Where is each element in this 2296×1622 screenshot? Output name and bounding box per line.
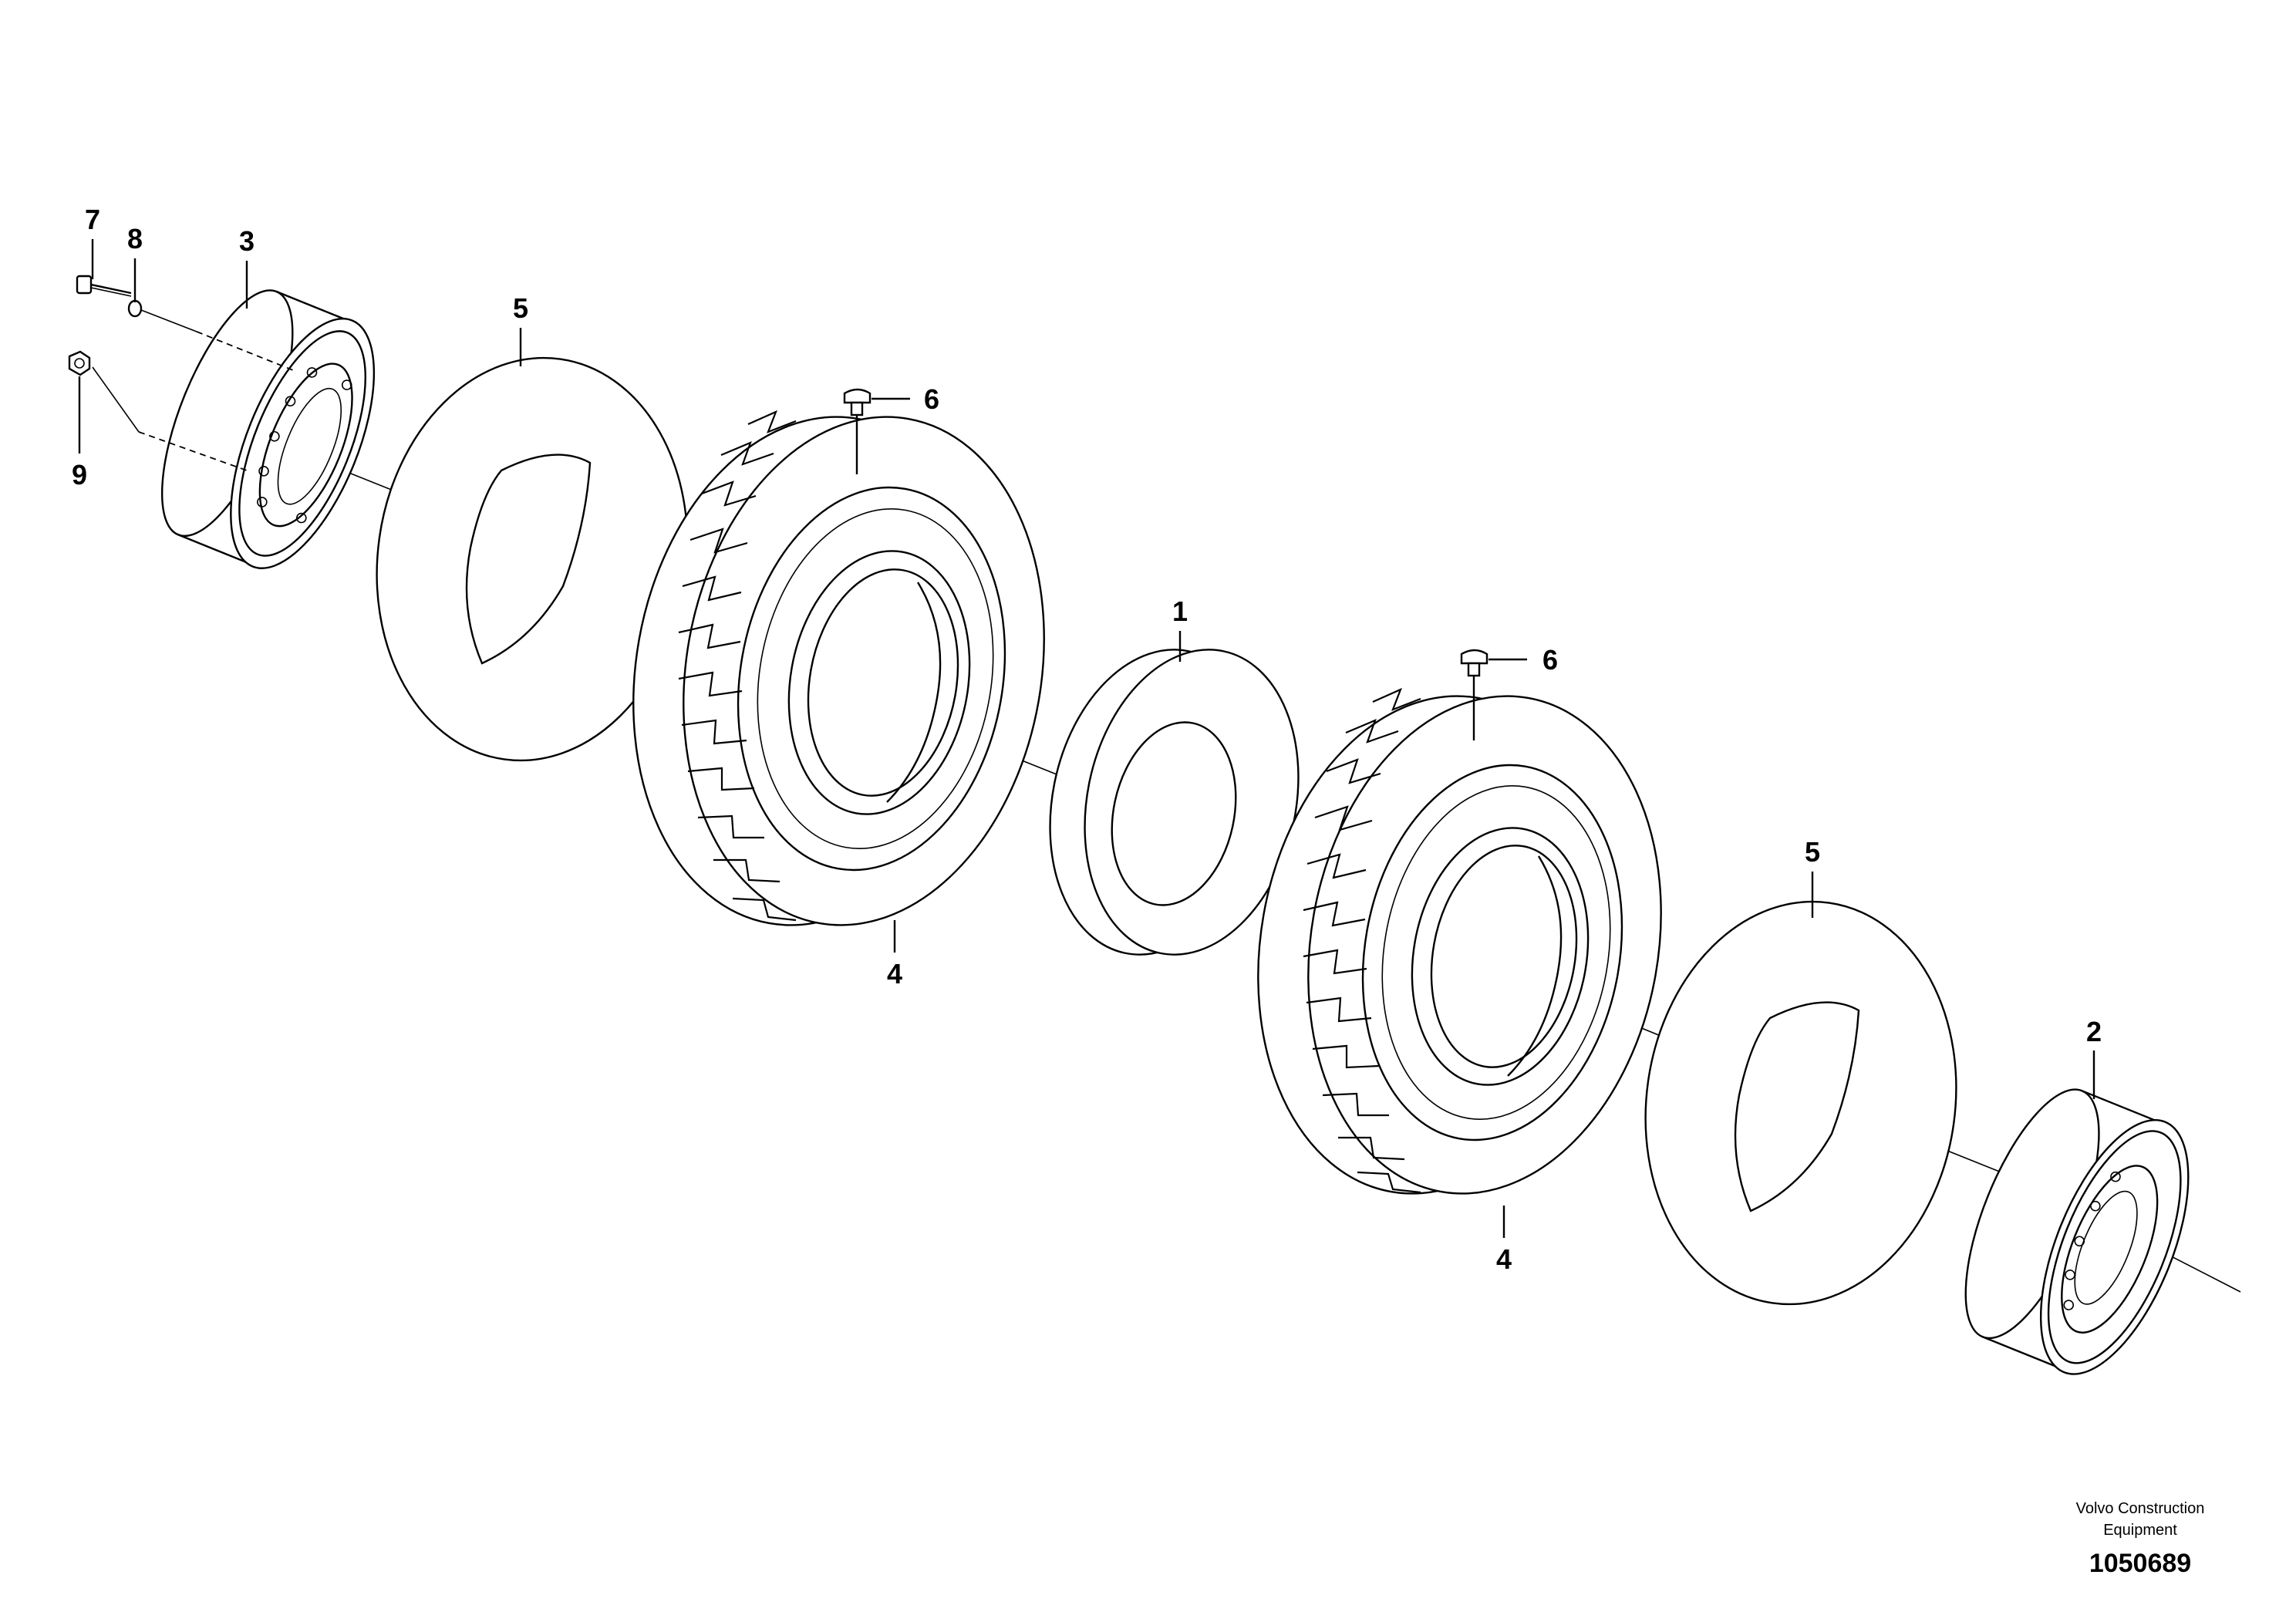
tire-4-second — [1257, 687, 1662, 1195]
valve-6-first — [843, 388, 910, 474]
document-number: 1050689 — [2089, 1549, 2191, 1578]
fastener-7-bolt — [76, 275, 132, 297]
fastener-8-washer — [127, 299, 143, 318]
callout-4-second: 4 — [1496, 1243, 1512, 1275]
tire-flap-5-first — [376, 356, 689, 762]
callout-5-second: 5 — [1805, 836, 1820, 868]
tire-flap-5-second — [1644, 900, 1957, 1306]
tread-pattern-second — [1303, 687, 1421, 1194]
credit-line-1: Volvo Construction — [2076, 1500, 2205, 1517]
callout-6-first: 6 — [924, 383, 939, 415]
document-footer: Volvo Construction Equipment 1050689 — [2076, 1500, 2205, 1578]
callout-2: 2 — [2086, 1016, 2102, 1047]
callout-leaders — [78, 239, 2095, 1238]
callout-1: 1 — [1172, 595, 1188, 627]
valve-6-second — [1460, 649, 1527, 740]
tread-pattern-first — [678, 410, 797, 922]
tire-4-first — [632, 410, 1045, 926]
callout-8: 8 — [127, 223, 143, 255]
credit-line-2: Equipment — [2103, 1522, 2177, 1539]
callout-6-second: 6 — [1542, 644, 1558, 676]
tire-flap-1 — [1049, 649, 1300, 956]
callout-labels: 7 8 3 9 5 6 1 4 6 5 4 2 — [72, 204, 2102, 1275]
callout-5-first: 5 — [513, 292, 528, 324]
fastener-dashed-leaders — [92, 309, 294, 471]
wheel-rim-2 — [1964, 1088, 2190, 1375]
callout-4-first: 4 — [887, 958, 902, 990]
fastener-9-nut — [68, 350, 91, 376]
callout-7: 7 — [85, 204, 100, 235]
wheel-rim-3 — [160, 289, 376, 569]
callout-3: 3 — [239, 225, 255, 257]
callout-9: 9 — [72, 459, 87, 491]
